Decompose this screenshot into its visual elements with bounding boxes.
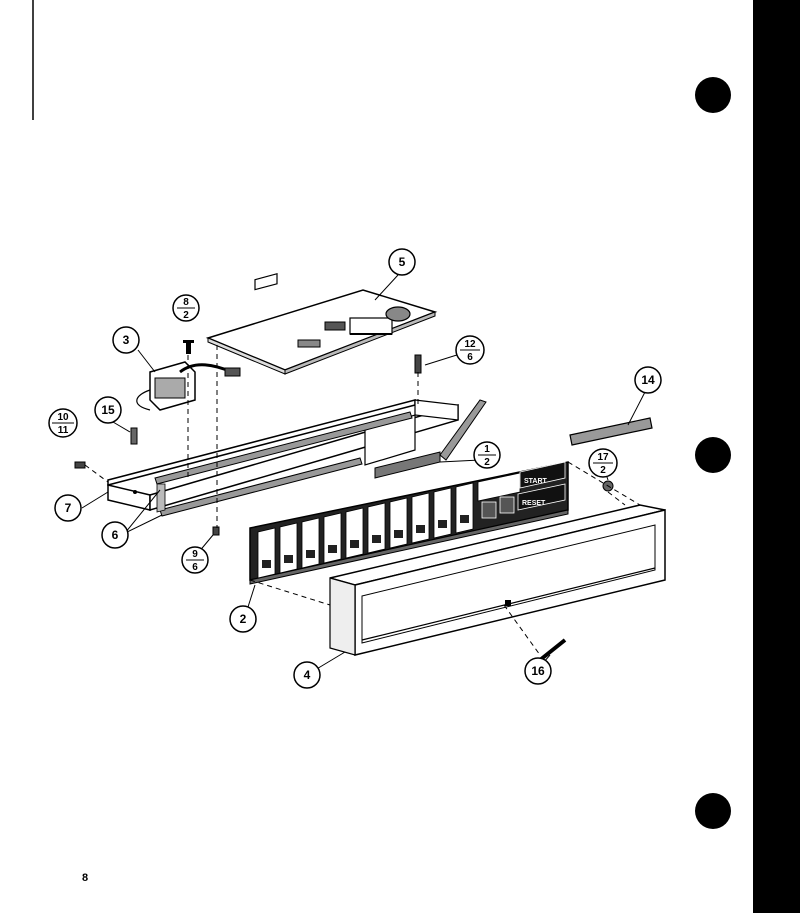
callout-4: 4: [293, 661, 321, 689]
svg-text:5: 5: [399, 255, 406, 269]
svg-text:9: 9: [192, 549, 198, 560]
callout-6: 6: [101, 521, 129, 549]
reset-key-label: RESET: [522, 500, 546, 507]
binder-hole-bottom: [695, 793, 731, 829]
svg-text:4: 4: [304, 668, 311, 682]
reset-key: RESET: [517, 483, 566, 511]
svg-text:2: 2: [600, 465, 606, 476]
svg-text:2: 2: [183, 310, 189, 321]
part-transformer: [136, 361, 241, 411]
part-control-board: [205, 273, 438, 375]
binder-hole-middle: [695, 437, 731, 473]
callout-9-over-6: 9 6: [181, 546, 209, 574]
binder-hole-top: [695, 77, 731, 113]
svg-text:15: 15: [101, 403, 115, 417]
start-key-label: START: [524, 478, 548, 485]
svg-text:1: 1: [484, 444, 490, 455]
page-number: 8: [82, 872, 89, 884]
callout-17-over-2: 17 2: [588, 448, 618, 478]
callout-7: 7: [54, 494, 82, 522]
callout-3: 3: [112, 326, 140, 354]
svg-text:6: 6: [192, 562, 198, 573]
svg-text:14: 14: [641, 373, 655, 387]
svg-text:16: 16: [531, 664, 545, 678]
binder-edge-bar: [753, 0, 800, 913]
svg-text:2: 2: [484, 457, 490, 468]
callout-12-over-6: 12 6: [455, 335, 485, 365]
start-key: START: [519, 461, 566, 489]
part-trim-strip: [569, 417, 653, 446]
part-screws: [74, 340, 614, 662]
callout-14: 14: [634, 366, 662, 394]
callout-15: 15: [94, 396, 122, 424]
callout-5: 5: [388, 248, 416, 276]
part-panel-bracket: [107, 399, 459, 512]
svg-text:6: 6: [112, 528, 119, 542]
callout-1-over-2: 1 2: [473, 441, 501, 469]
callout-8-over-2: 8 2: [172, 294, 200, 322]
svg-text:2: 2: [240, 612, 247, 626]
svg-text:11: 11: [58, 425, 69, 436]
callout-16: 16: [524, 657, 552, 685]
svg-text:6: 6: [467, 352, 473, 363]
callout-2: 2: [229, 605, 257, 633]
svg-text:7: 7: [65, 501, 72, 515]
svg-text:10: 10: [57, 412, 69, 423]
svg-text:12: 12: [464, 339, 476, 350]
callout-10-over-11: 10 11: [48, 408, 78, 438]
part-front-frame: [329, 504, 666, 656]
svg-text:3: 3: [123, 333, 130, 347]
assembly-lines: [84, 345, 641, 656]
part-membrane-keypad: START RESET: [249, 461, 569, 585]
svg-text:8: 8: [183, 297, 189, 308]
svg-text:17: 17: [597, 452, 609, 463]
